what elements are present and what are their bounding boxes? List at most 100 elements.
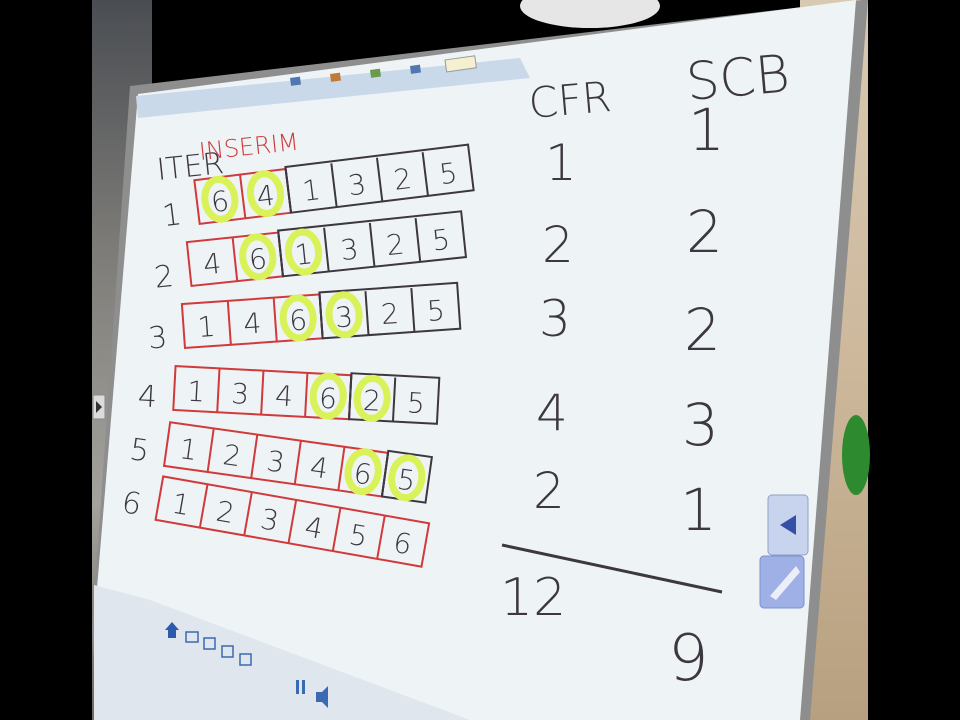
array-cell-value: 5 (406, 386, 426, 420)
cell-divider (304, 372, 309, 417)
light-glare (520, 0, 660, 28)
highlight-mark (284, 228, 323, 276)
cell-divider (391, 377, 397, 422)
array-cell-value: 6 (391, 526, 414, 562)
array-cell-value: 6 (318, 382, 338, 416)
cell-divider (337, 446, 346, 491)
array-cell-value: 2 (221, 438, 243, 473)
array-cell-value: 3 (339, 232, 360, 267)
next-page-button[interactable] (759, 555, 805, 609)
cfr-value: 2 (533, 462, 565, 520)
array-cell-value: 6 (247, 242, 268, 277)
array-cell-value: 1 (186, 375, 206, 409)
array-cell-value: 1 (177, 432, 199, 467)
cell-divider (272, 297, 278, 342)
array-cell-value: 5 (438, 156, 460, 191)
plant-leaf (842, 415, 870, 495)
highlight-mark (239, 233, 277, 281)
array-cell-value: 4 (202, 247, 223, 282)
scb-header: SCB (684, 44, 792, 113)
cell-divider (410, 287, 416, 332)
cell-divider (206, 428, 215, 473)
cell-divider (277, 232, 284, 277)
cell-divider (348, 375, 353, 420)
cell-divider (414, 218, 422, 262)
array-cell-value: 3 (334, 300, 354, 334)
array-cell-value: 4 (302, 510, 325, 546)
sound-icon[interactable] (316, 686, 328, 708)
highlight-mark (344, 448, 382, 496)
array-cell-value: 4 (242, 307, 262, 341)
highlight-mark (201, 175, 239, 223)
scb-value: 3 (682, 391, 719, 459)
cell-divider (330, 163, 338, 208)
array-cell-value: 2 (362, 384, 382, 418)
cell-divider (198, 484, 209, 528)
cell-divider (293, 440, 302, 485)
cell-divider (284, 168, 293, 213)
export-icon[interactable] (221, 645, 234, 658)
highlight-mark (309, 372, 347, 420)
array-cell-value: 1 (169, 487, 192, 523)
array-cell-value: 2 (392, 162, 414, 197)
cell-divider (216, 368, 221, 413)
prev-page-icon (780, 515, 796, 535)
sum-line (501, 543, 723, 594)
array-cell-value: 3 (258, 502, 281, 538)
cfr-value: 2 (542, 216, 574, 274)
cell-divider (368, 222, 376, 267)
home-icon[interactable] (165, 622, 179, 638)
cell-divider (231, 237, 239, 282)
pen-tool-icon (770, 566, 800, 600)
cell-divider (380, 452, 390, 497)
iteration-label: 3 (147, 320, 168, 356)
iteration-label: 4 (137, 379, 158, 415)
array-cell-value: 5 (426, 294, 446, 328)
cell-divider (226, 300, 232, 345)
array-cell-value: 4 (308, 450, 330, 485)
highlight-mark (325, 291, 363, 339)
scb-value: 1 (680, 476, 717, 544)
cell-divider (331, 507, 342, 552)
array-cell-value: 6 (209, 184, 231, 219)
array-cell-value: 4 (274, 379, 294, 413)
cell-divider (421, 152, 429, 196)
top-toolbar (136, 58, 530, 118)
array-cell-value: 3 (346, 167, 368, 202)
array-cell-value: 1 (293, 237, 314, 272)
save-icon[interactable] (203, 637, 216, 650)
scb-value: 2 (684, 296, 721, 364)
iteration-label: 5 (128, 432, 152, 469)
bottom-toolbar-icons (165, 622, 328, 708)
scb-value: 2 (686, 198, 723, 266)
cfr-value: 1 (545, 134, 577, 192)
array-cell-value: 6 (352, 457, 374, 492)
array-cell-value: 1 (301, 173, 323, 208)
array-cell-value: 2 (380, 297, 400, 331)
print-icon[interactable] (185, 631, 199, 643)
iteration-label: 2 (153, 259, 176, 296)
scb-value: 1 (688, 96, 725, 164)
array-cell-value: 2 (385, 228, 406, 263)
cell-divider (375, 157, 384, 202)
cfr-value: 3 (539, 290, 571, 348)
cell-divider (323, 227, 330, 272)
cell-divider (376, 515, 386, 560)
scb-total: 9 (668, 622, 709, 696)
top-toolbar-icons (290, 55, 477, 86)
highlight-mark (353, 374, 391, 422)
cfr-total: 12 (500, 568, 566, 628)
pause-icon[interactable] (296, 680, 305, 694)
array-cell-value: 3 (264, 444, 286, 479)
cell-divider (364, 291, 370, 336)
pen-icon[interactable] (239, 653, 252, 666)
array-cell-value: 6 (288, 303, 308, 337)
